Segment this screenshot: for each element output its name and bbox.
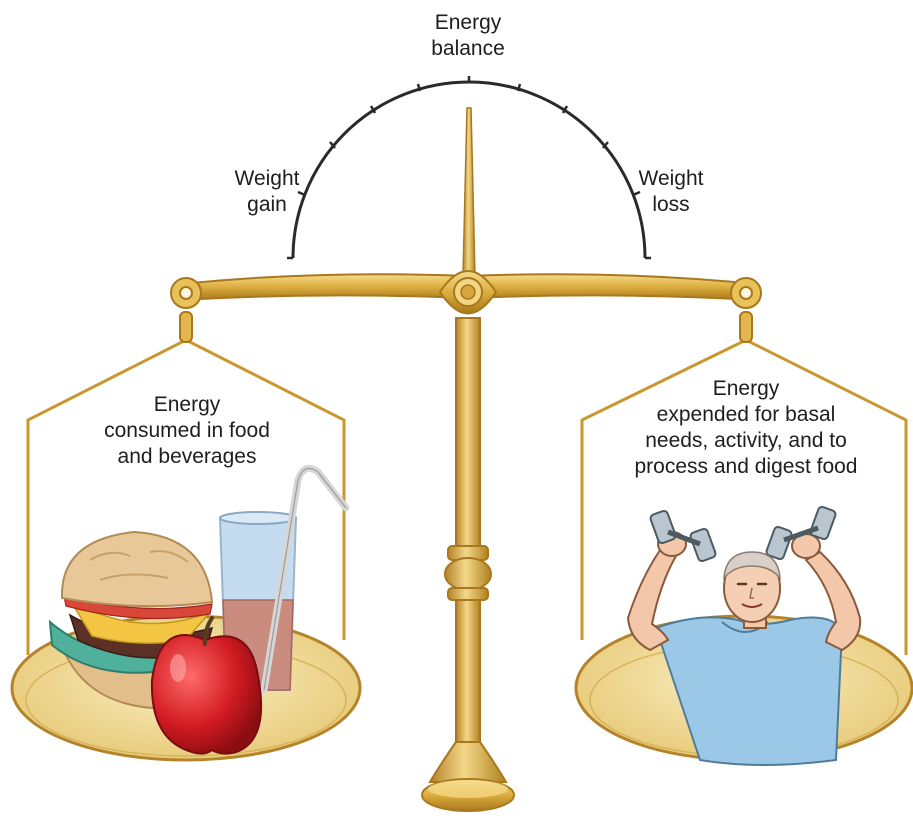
weight-loss-label: Weight loss xyxy=(626,166,716,218)
energy-expended-line-1: Energy xyxy=(604,376,888,402)
energy-consumed-line-2: consumed in food xyxy=(72,418,302,444)
energy-balance-line-1: Energy xyxy=(420,10,516,36)
energy-expended-line-2: expended for basal xyxy=(604,402,888,428)
energy-expended-line-3: needs, activity, and to xyxy=(604,428,888,454)
scale-pointer xyxy=(463,108,475,275)
weight-loss-line-2: loss xyxy=(626,192,716,218)
energy-expended-line-4: process and digest food xyxy=(604,454,888,480)
energy-expended-caption: Energy expended for basal needs, activit… xyxy=(604,376,888,480)
energy-consumed-caption: Energy consumed in food and beverages xyxy=(72,392,302,470)
energy-consumed-line-1: Energy xyxy=(72,392,302,418)
energy-balance-line-2: balance xyxy=(420,36,516,62)
energy-balance-label: Energy balance xyxy=(420,10,516,62)
weight-gain-line-2: gain xyxy=(222,192,312,218)
scale-column xyxy=(422,318,514,811)
weight-gain-label: Weight gain xyxy=(222,166,312,218)
weight-loss-line-1: Weight xyxy=(626,166,716,192)
weight-gain-line-1: Weight xyxy=(222,166,312,192)
energy-consumed-line-3: and beverages xyxy=(72,444,302,470)
